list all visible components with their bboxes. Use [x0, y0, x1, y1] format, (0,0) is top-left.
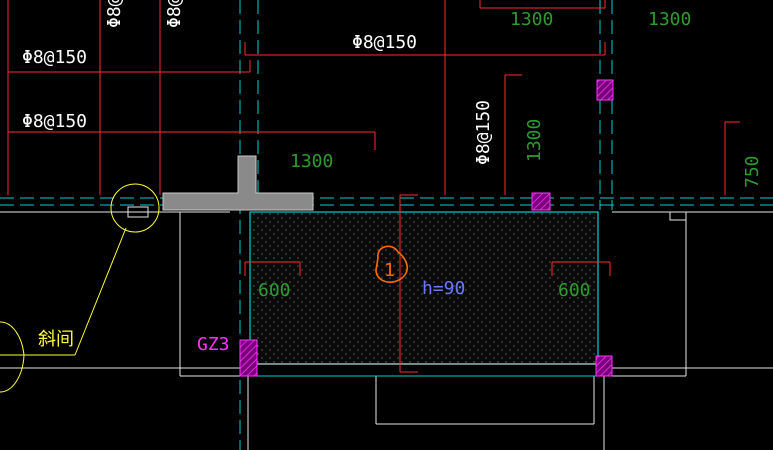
rebar-label-top: Φ8@150 — [352, 32, 417, 53]
dim-slab-left: 600 — [258, 280, 291, 301]
dim-mid-vertical: 1300 — [524, 119, 545, 162]
dim-right-vertical: 750 — [742, 155, 763, 188]
rebar-label-left-1: Φ8@150 — [22, 47, 87, 68]
rebar-label-vertical-top-b: Φ8@150 — [164, 0, 185, 28]
dim-mid-left: 1300 — [290, 151, 333, 172]
dim-top-mid: 1300 — [510, 9, 553, 30]
wall-lines — [0, 206, 773, 450]
column-hatch-1 — [239, 339, 258, 377]
detail-marker — [0, 183, 160, 393]
column-hatch-3 — [596, 79, 614, 101]
column-hatch-2 — [595, 355, 613, 377]
callout-bubble — [375, 245, 409, 283]
dim-slab-right: 600 — [558, 280, 591, 301]
column-tag: GZ3 — [197, 334, 230, 355]
callout-number: 1 — [384, 260, 395, 281]
leader-text: 斜间 — [38, 329, 74, 350]
gray-wall-segment — [162, 155, 314, 211]
column-hatch-4 — [531, 192, 551, 211]
rebar-label-left-2: Φ8@150 — [22, 111, 87, 132]
rebar-lines — [7, 0, 740, 373]
slab-thickness-label: h=90 — [422, 278, 465, 299]
dim-top-right: 1300 — [648, 9, 691, 30]
rebar-label-vertical-top-a: Φ8@150 — [104, 0, 125, 28]
rebar-label-vertical: Φ8@150 — [473, 100, 494, 165]
